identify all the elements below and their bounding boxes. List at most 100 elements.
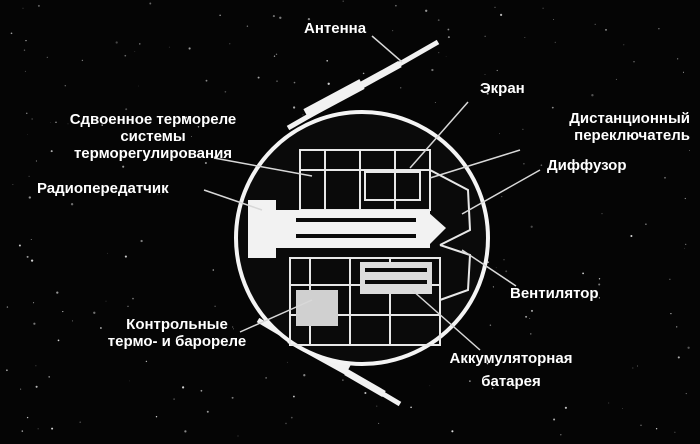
star [489,324,492,326]
star [303,374,306,377]
star [28,175,30,177]
star [605,29,607,31]
star [23,49,26,51]
star [685,243,687,246]
star [540,164,543,167]
star [632,367,634,369]
star [511,90,513,93]
star [70,203,74,206]
star [517,291,519,293]
star [307,17,311,21]
star [214,305,216,307]
star [246,25,249,27]
star [637,365,639,367]
fan-frame [439,244,472,301]
star [138,85,139,87]
star [492,387,494,389]
star [447,28,450,31]
star [55,121,57,124]
star [292,395,295,398]
star [237,435,239,437]
star [22,7,24,9]
star [469,380,471,382]
star [152,137,153,138]
star [684,247,685,249]
star [553,19,555,20]
star [105,300,107,302]
star [35,365,37,367]
star [124,255,127,258]
star [658,28,660,30]
star [292,106,296,109]
star [129,380,130,382]
star [498,133,501,135]
star [515,383,517,385]
star [188,47,191,50]
star [20,388,22,390]
star [501,196,503,198]
star [232,328,234,330]
star [598,297,601,299]
star [598,278,601,280]
star [362,72,365,75]
star [655,428,658,430]
star [160,194,162,195]
star [200,389,203,392]
star [434,102,436,103]
star [231,396,234,399]
star [107,252,108,254]
star [392,30,394,32]
star [24,70,26,72]
star [125,346,127,348]
star [499,13,503,17]
star [197,126,200,128]
leader-antenna [371,35,403,63]
leader-diffuser [461,169,541,215]
star [26,416,29,419]
star [530,225,533,228]
star [302,114,304,116]
star [429,385,431,387]
star [37,428,39,430]
star [580,293,582,296]
star [438,52,440,54]
label-screen: Экран [480,80,525,97]
star [205,79,208,82]
star [115,41,118,44]
star [410,406,412,409]
star [285,422,287,425]
star [437,19,440,22]
star [326,59,329,62]
star [560,433,562,436]
control-relays-block [296,290,338,326]
star [487,261,489,263]
star [529,318,531,320]
star [584,161,586,164]
antenna-upper [286,39,440,131]
star [669,278,671,280]
star [191,136,192,137]
star [530,309,534,312]
star [67,123,69,125]
star [290,416,293,419]
star [622,408,623,409]
star [157,194,159,196]
star [155,416,158,418]
star [50,150,53,153]
star [684,197,686,200]
star [486,362,489,365]
star [101,124,103,126]
leader-fan [461,249,517,287]
star [35,385,38,388]
star [204,161,207,165]
star [100,327,102,329]
star [224,90,227,93]
star [127,305,129,307]
star [231,326,234,328]
star [134,51,136,52]
sphere-body [234,110,490,366]
star [554,41,556,44]
star [286,361,288,363]
star [685,393,687,395]
